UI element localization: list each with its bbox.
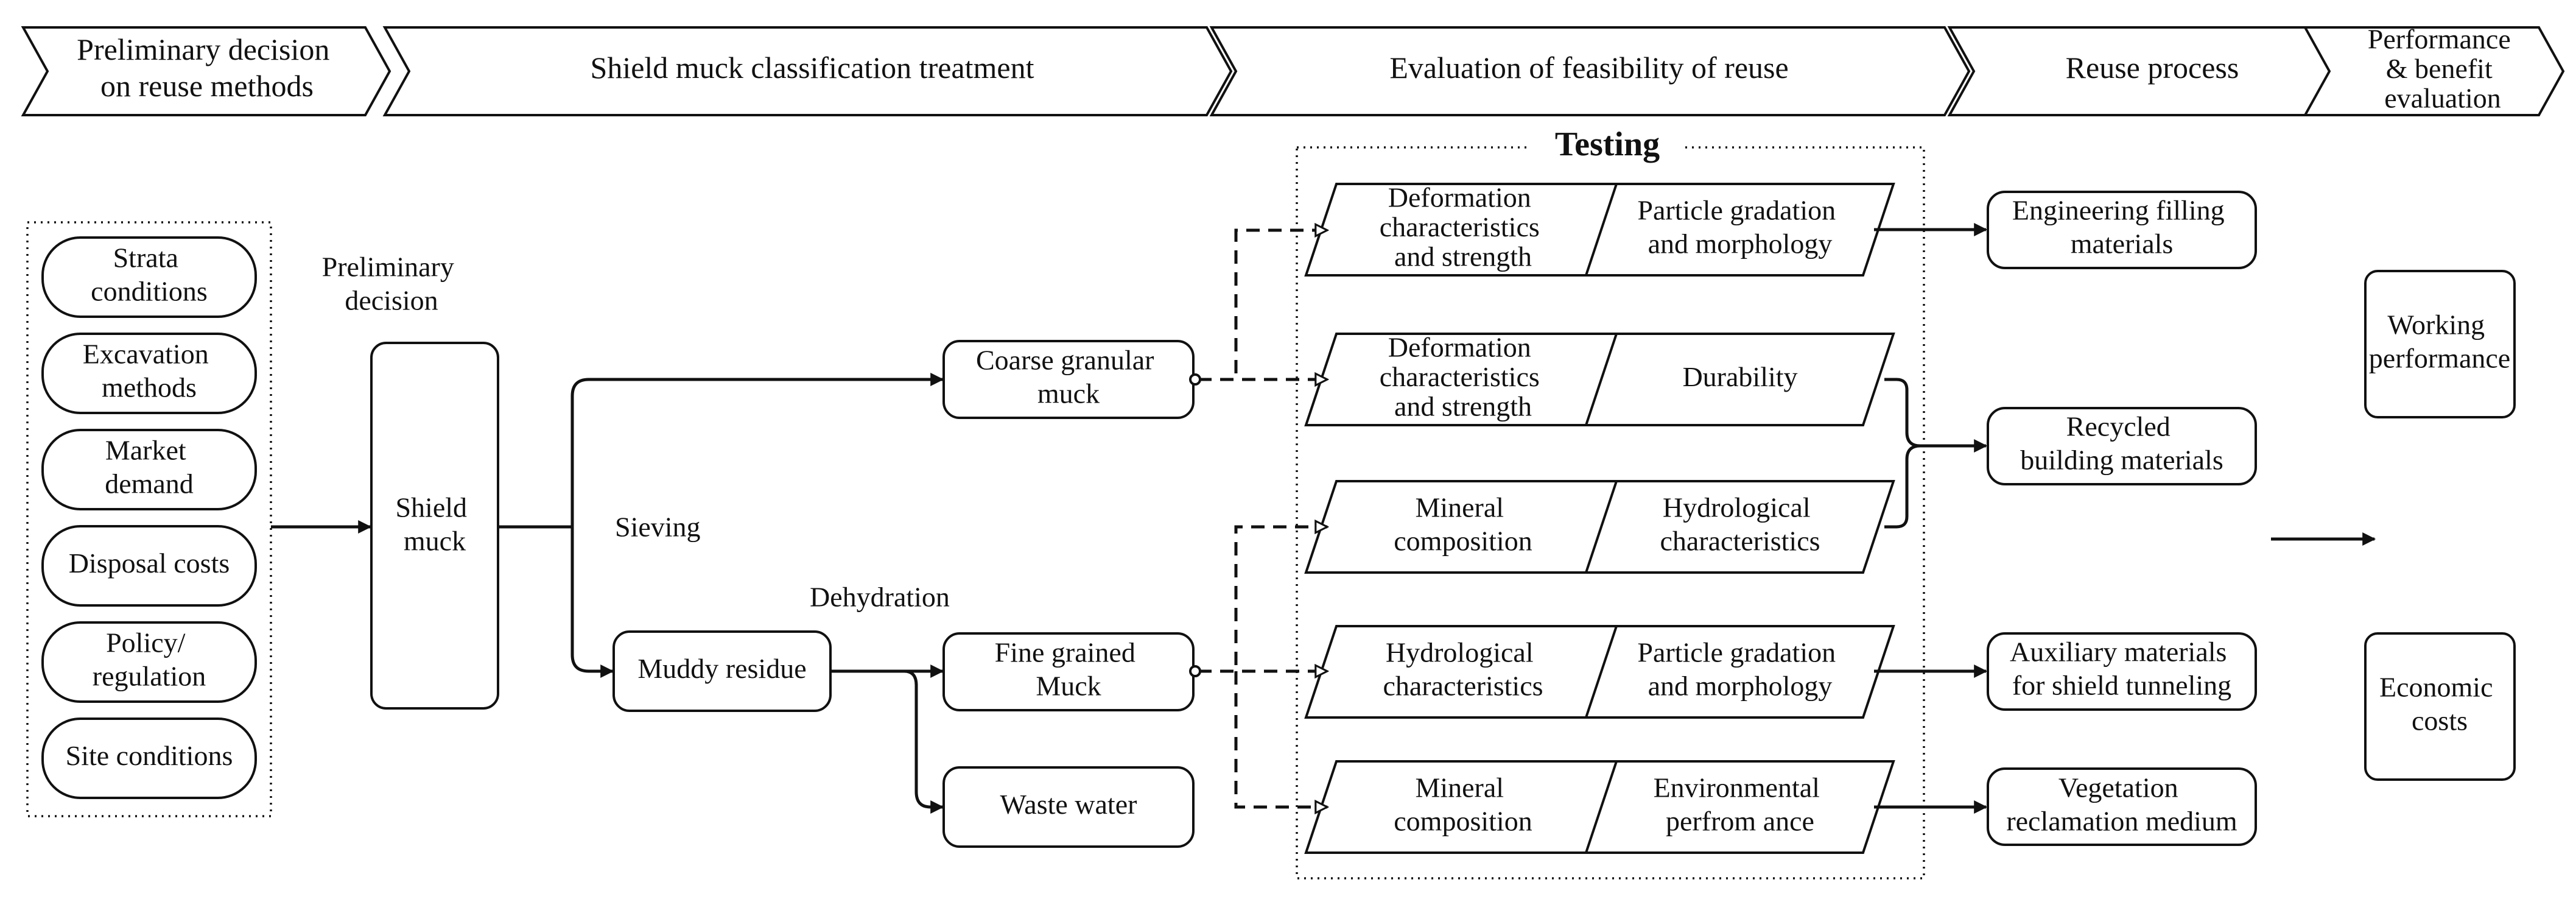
eval-working-performance xyxy=(2364,270,2516,418)
eval-working-performance-label: Working performance xyxy=(2369,309,2510,373)
reuse-auxiliary-materials-label: Auxiliary materials for shield tunneling xyxy=(2010,636,2234,700)
test-right-durability-label: Durability xyxy=(1682,361,1797,392)
shield-muck-label: Shield muck xyxy=(395,492,474,556)
test-right-hydrological-1 xyxy=(1584,480,1895,574)
fine-dashed-links xyxy=(1198,527,1327,807)
testing-group: Testing Deformation characteristics and … xyxy=(1296,125,1925,880)
testing-dotted-frame xyxy=(1296,146,1925,880)
dash-coarse-to-row1 xyxy=(1198,230,1327,381)
arrow-muddy-to-waste xyxy=(904,669,944,814)
factor-site-conditions xyxy=(41,717,257,799)
factor-market-demand xyxy=(41,429,257,510)
test-right-particle-gradation-1 xyxy=(1584,183,1895,277)
reuse-engineering-filling xyxy=(1987,191,2257,269)
factors-group: Strata conditions Excavation methods Mar… xyxy=(26,221,272,817)
factor-market-demand-label: Market demand xyxy=(105,434,194,499)
stage-chevron-feasibility xyxy=(1209,26,1971,116)
dash-fine-to-row3 xyxy=(1198,527,1327,673)
branch-to-coarse xyxy=(570,373,944,527)
factor-excavation-methods-label: Excavation methods xyxy=(83,338,216,403)
stage-header: Preliminary decision on reuse methods Sh… xyxy=(21,23,2565,116)
reuse-engineering-filling-label: Engineering filling materials xyxy=(2012,194,2231,259)
dash-fine-to-row5 xyxy=(1234,671,1327,807)
stage-label-evaluation: Performance & benefit evaluation xyxy=(2368,23,2518,113)
line-row3-to-recycled xyxy=(1884,444,1921,529)
factor-disposal-costs-label: Disposal costs xyxy=(69,548,230,579)
junction-coarse xyxy=(1189,373,1201,386)
reuse-group: Engineering filling materials Recycled b… xyxy=(1987,191,2257,846)
waste-water-label: Waste water xyxy=(1000,789,1137,820)
reuse-vegetation-medium-label: Vegetation reclamation medium xyxy=(2006,772,2237,836)
preliminary-decision-label: Preliminary decision xyxy=(322,251,462,316)
factor-excavation-methods xyxy=(41,333,257,414)
connectors xyxy=(271,223,1988,814)
test-right-particle-gradation-2-label: Particle gradation and morphology xyxy=(1637,636,1842,701)
stage-label-feasibility: Evaluation of feasibility of reuse xyxy=(1389,51,1788,85)
test-right-hydrological-1-label: Hydrological characteristics xyxy=(1660,492,1820,556)
branch-to-muddy xyxy=(570,527,614,678)
test-left-hydrological-2-label: Hydrological characteristics xyxy=(1383,636,1543,701)
stage-label-classification: Shield muck classification treatment xyxy=(591,51,1034,85)
factors-dotted-frame xyxy=(26,221,272,817)
test-left-deformation-1-label: Deformation characteristics and strength xyxy=(1380,182,1547,272)
dehydration-label: Dehydration xyxy=(810,582,950,613)
evaluation-group: Working performance Economic costs xyxy=(2271,270,2516,781)
test-left-mineral-1-label: Mineral composition xyxy=(1394,492,1532,556)
testing-title-backdrop xyxy=(1531,129,1683,166)
stage-chevron-classification xyxy=(382,26,1233,116)
stage-chevron-evaluation xyxy=(2303,26,2565,116)
eval-economic-costs-label: Economic costs xyxy=(2379,671,2500,736)
test-left-deformation-2-label: Deformation characteristics and strength xyxy=(1380,331,1547,421)
reuse-auxiliary-materials xyxy=(1987,632,2257,711)
coarse-granular-muck-label: Coarse granular muck xyxy=(976,344,1161,409)
test-right-durability xyxy=(1584,333,1895,426)
test-right-environmental-label: Environmental perfrom ance xyxy=(1654,772,1827,836)
junction-fine xyxy=(1189,665,1201,677)
line-row2-to-recycled xyxy=(1884,378,1924,448)
factor-strata-conditions-label: Strata conditions xyxy=(91,242,208,306)
factor-disposal-costs xyxy=(41,525,257,607)
reuse-vegetation-medium xyxy=(1987,767,2257,846)
testing-title: Testing xyxy=(1555,125,1660,163)
sieving-label: Sieving xyxy=(615,512,701,543)
factor-policy-regulation-label: Policy/ regulation xyxy=(93,627,206,691)
test-left-mineral-2-label: Mineral composition xyxy=(1394,772,1532,836)
muddy-residue-label: Muddy residue xyxy=(637,653,806,684)
factor-site-conditions-label: Site conditions xyxy=(66,740,233,771)
test-right-particle-gradation-2 xyxy=(1584,625,1895,719)
reuse-recycled-building xyxy=(1987,407,2257,485)
stage-label-reuse-process: Reuse process xyxy=(2066,51,2239,85)
treatment-group: Preliminary decision Shield muck Sieving… xyxy=(322,251,1195,848)
factor-policy-regulation xyxy=(41,621,257,703)
eval-economic-costs xyxy=(2364,632,2516,781)
reuse-recycled-building-label: Recycled building materials xyxy=(2020,411,2223,475)
coarse-dashed-links xyxy=(1198,230,1327,379)
test-right-environmental xyxy=(1584,760,1895,854)
fine-grained-muck-label: Fine grained Muck xyxy=(995,636,1143,701)
stage-label-preliminary: Preliminary decision on reuse methods xyxy=(77,32,337,103)
test-right-particle-gradation-1-label: Particle gradation and morphology xyxy=(1637,194,1842,259)
stage-chevron-preliminary xyxy=(21,26,391,116)
factor-strata-conditions xyxy=(41,236,257,318)
